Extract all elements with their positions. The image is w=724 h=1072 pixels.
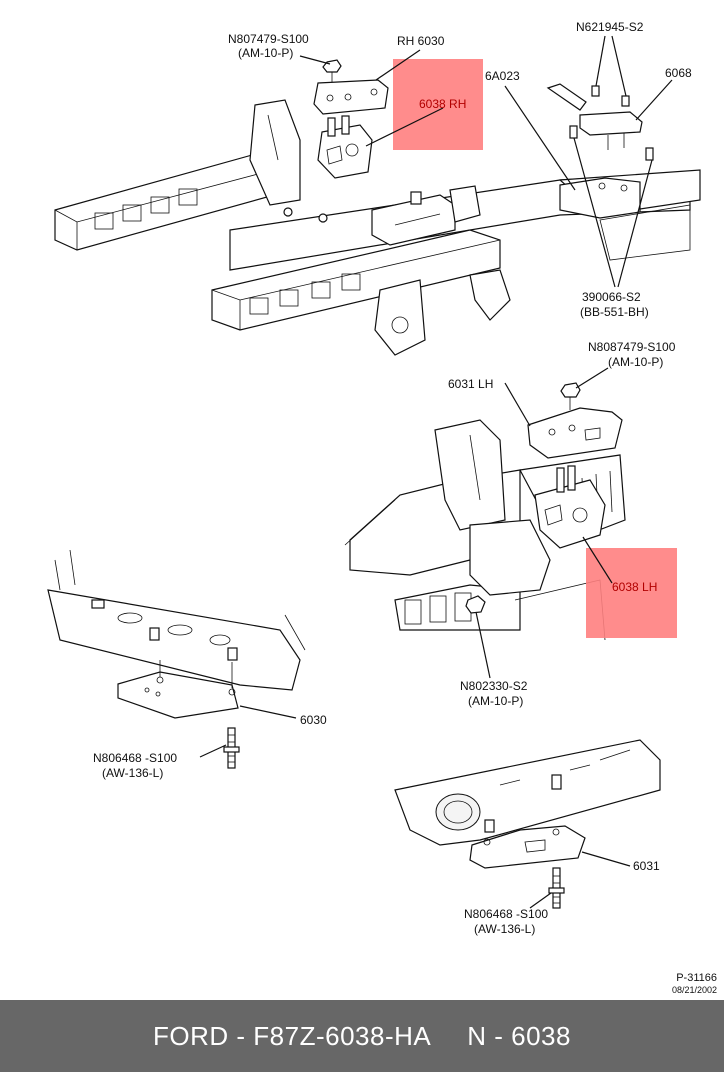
reference-code: P-31166: [676, 972, 717, 984]
footer-reference: N - 6038: [467, 1020, 571, 1051]
engine-block-right: [394, 739, 661, 846]
footer-part-number: FORD - F87Z-6038-HA: [153, 1020, 432, 1051]
highlight-6038-lh: [586, 548, 677, 638]
label-n8087479-spec: (AM-10-P): [608, 355, 663, 369]
label-n621945: N621945-S2: [576, 20, 644, 34]
rh-bracket-6030: [313, 79, 389, 115]
bracket-6031-bottom: [469, 825, 586, 869]
callout-labels: N807479-S100 (AM-10-P) RH 6030 6038 RH 6…: [93, 20, 692, 936]
engine-block-left: [47, 549, 306, 691]
label-n8087479: N8087479-S100: [588, 340, 676, 354]
label-n807479-spec: (AM-10-P): [238, 46, 293, 60]
label-lh6031: 6031 LH: [448, 377, 493, 391]
label-n807479: N807479-S100: [228, 32, 309, 46]
label-rh6030: RH 6030: [397, 34, 445, 48]
label-n802330: N802330-S2: [460, 679, 528, 693]
stud-n806468-b: [548, 867, 565, 909]
lh-bracket-6031: [527, 407, 623, 459]
bracket-6030-bottom: [117, 660, 239, 719]
frame-assembly-top: [54, 99, 701, 356]
label-6068: 6068: [665, 66, 692, 80]
label-n806468-b-spec: (AW-136-L): [474, 922, 535, 936]
reference-date: 08/21/2002: [671, 985, 717, 995]
footer-bar: FORD - F87Z-6038-HA N - 6038: [0, 1000, 724, 1072]
label-6038-rh: 6038 RH: [419, 97, 466, 111]
label-390066-spec: (BB-551-BH): [580, 305, 649, 319]
label-6031: 6031: [633, 859, 660, 873]
insulator-6068: [546, 83, 654, 161]
highlight-6038-rh: [393, 59, 483, 150]
label-6038-lh: 6038 LH: [612, 580, 657, 594]
label-390066: 390066-S2: [582, 290, 641, 304]
nut-n8087479: [560, 382, 581, 410]
parts-diagram: N807479-S100 (AM-10-P) RH 6030 6038 RH 6…: [47, 20, 701, 936]
label-6a023: 6A023: [485, 69, 520, 83]
lh-engine-mount-6038: [534, 465, 606, 549]
label-n806468-a: N806468 -S100: [93, 751, 177, 765]
leader-lines: [199, 35, 673, 909]
label-n806468-a-spec: (AW-136-L): [102, 766, 163, 780]
nut-n802330: [465, 595, 486, 614]
label-6030: 6030: [300, 713, 327, 727]
stud-n806468-a: [223, 727, 240, 769]
rh-engine-mount-6038: [317, 115, 373, 179]
label-n806468-b: N806468 -S100: [464, 907, 548, 921]
label-n802330-spec: (AM-10-P): [468, 694, 523, 708]
